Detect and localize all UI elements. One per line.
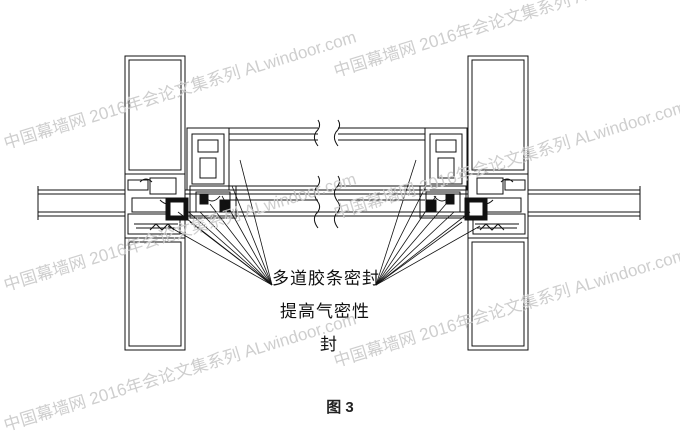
right-mullion (464, 55, 529, 351)
vent-glass (229, 119, 425, 229)
left-vent-frame (186, 127, 237, 219)
right-vent-frame (419, 127, 468, 219)
annotation-line2: 提高气密性 (280, 302, 370, 322)
annotation-line3: 封 (320, 335, 338, 355)
leader-lines (167, 159, 481, 286)
figure-caption: 图 3 (326, 399, 354, 416)
annotation-line1: 多道胶条密封 (272, 269, 380, 289)
left-mullion (124, 55, 189, 351)
